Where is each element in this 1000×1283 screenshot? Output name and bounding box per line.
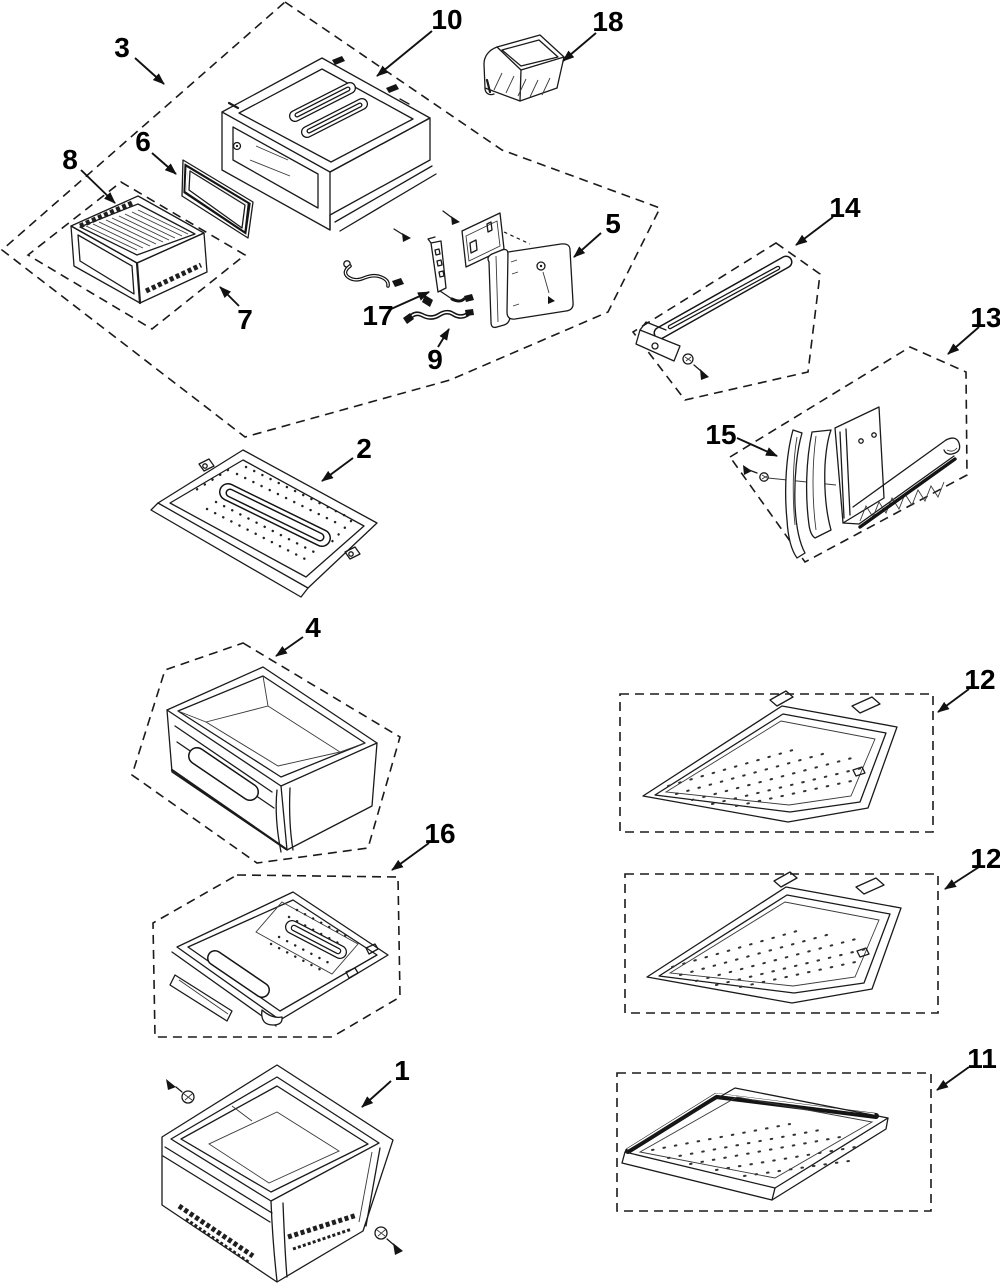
part-11-boundary-outline bbox=[616, 1072, 932, 1212]
callout-17: 17 bbox=[362, 300, 393, 331]
screw-icon bbox=[682, 353, 709, 380]
part-15-trim-strip bbox=[785, 429, 806, 559]
screw-icon bbox=[166, 1079, 195, 1104]
fastener-arrow-icon bbox=[451, 216, 460, 225]
perforations bbox=[194, 465, 354, 561]
bin-dividers bbox=[493, 72, 551, 98]
callout-5: 5 bbox=[605, 208, 621, 239]
part-16-shelf-assembly bbox=[169, 891, 389, 1027]
part-14-rail bbox=[635, 255, 793, 380]
perforations bbox=[269, 908, 354, 972]
callout-7: 7 bbox=[237, 304, 253, 335]
part-12-middle-boundary-outline bbox=[624, 873, 939, 1014]
screw-icon bbox=[374, 1226, 403, 1255]
part-12-top-boundary-outline bbox=[619, 693, 934, 833]
callout-13: 13 bbox=[970, 302, 1000, 333]
part-12-shelf-middle bbox=[646, 871, 902, 1004]
callout-14: 14 bbox=[829, 192, 861, 223]
part-4-boundary-outline bbox=[131, 642, 401, 864]
part-13-boundary-outline bbox=[728, 346, 968, 564]
part-4-bin bbox=[166, 666, 378, 853]
part-6-frame-gasket bbox=[181, 159, 254, 239]
callout-4: 4 bbox=[305, 612, 321, 643]
callout-1: 1 bbox=[394, 1055, 410, 1086]
callout-11: 11 bbox=[967, 1043, 997, 1074]
vent-marks bbox=[667, 747, 863, 807]
part-5-control-box-assembly bbox=[343, 210, 574, 329]
part-17-bracket bbox=[422, 236, 474, 307]
callout-18: 18 bbox=[592, 6, 623, 37]
callout-3: 3 bbox=[114, 32, 130, 63]
callout-6: 6 bbox=[135, 126, 151, 157]
callout-2: 2 bbox=[356, 433, 372, 464]
callout-15: 15 bbox=[705, 419, 736, 450]
group-3-boundary-outline bbox=[0, 0, 662, 438]
fastener-icon bbox=[332, 56, 345, 65]
callout-arrows bbox=[80, 30, 980, 1108]
part-10-housing bbox=[221, 56, 437, 232]
part-11-flat-shelf bbox=[621, 1087, 889, 1201]
fastener-arrow-icon bbox=[402, 233, 411, 242]
callout-12-top: 12 bbox=[964, 664, 995, 695]
part-1-lower-bin bbox=[161, 1064, 403, 1283]
part-13-cover-assembly bbox=[743, 406, 961, 559]
part-9-wire bbox=[403, 309, 474, 324]
callout-12-middle: 12 bbox=[970, 843, 1000, 874]
fastener-icon bbox=[386, 84, 399, 93]
part-8-drawer bbox=[70, 195, 208, 305]
screw-icon bbox=[743, 465, 769, 482]
part-12-shelf bbox=[642, 690, 898, 823]
wire-harness-icon bbox=[343, 260, 404, 288]
part-18-bin bbox=[483, 34, 565, 102]
drawer-floor-ribs bbox=[85, 209, 189, 251]
callout-16: 16 bbox=[424, 818, 455, 849]
part-16-boundary-outline bbox=[152, 874, 401, 1038]
callout-8: 8 bbox=[62, 144, 78, 175]
callout-10: 10 bbox=[431, 4, 462, 35]
part-2-shelf-cover bbox=[150, 449, 378, 598]
callout-numbers: 3 10 18 8 6 7 17 9 5 14 13 15 2 4 16 1 1… bbox=[62, 4, 1000, 1086]
vent-marks bbox=[651, 1123, 863, 1177]
screw-icon bbox=[548, 296, 555, 304]
part-14-boundary-outline bbox=[631, 242, 821, 401]
callout-9: 9 bbox=[427, 344, 443, 375]
knob-icon bbox=[232, 141, 242, 151]
part-8-boundary-outline bbox=[26, 181, 247, 330]
